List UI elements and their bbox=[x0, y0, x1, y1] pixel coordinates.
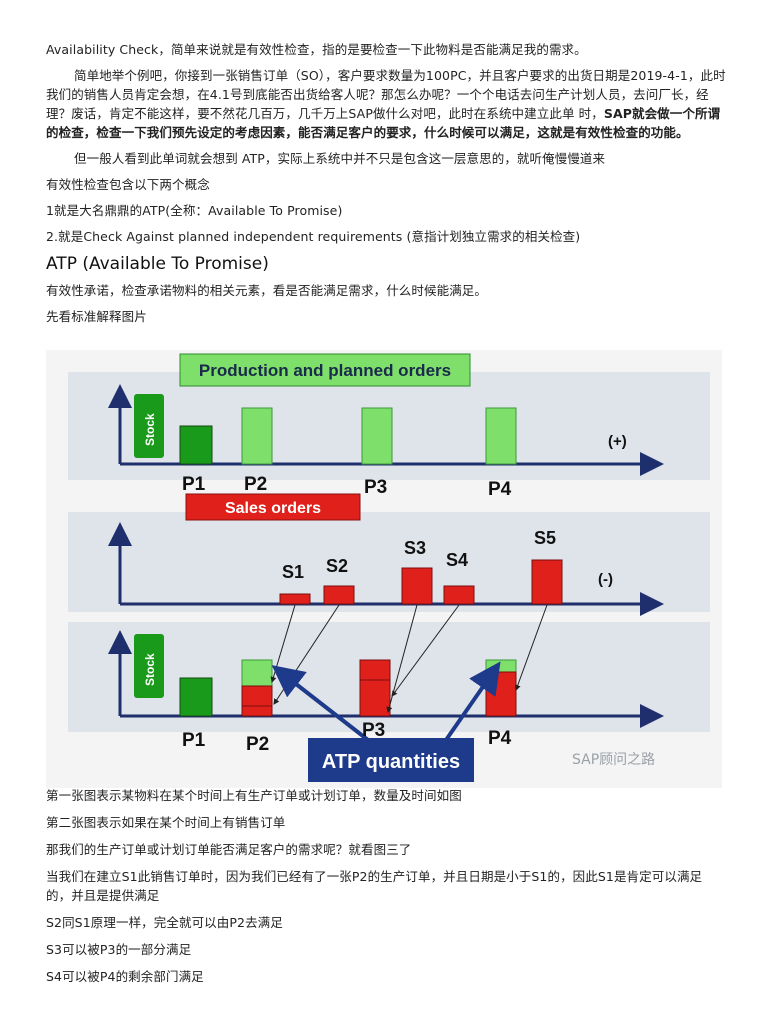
paragraph-atp-note: 但一般人看到此单词就会想到 ATP，实际上系统中并不只是包含这一层意思的，就听俺… bbox=[74, 151, 606, 166]
paragraph-intro: Availability Check，简单来说就是有效性检查，指的是要检查一下此… bbox=[46, 42, 587, 57]
bar-p2-production bbox=[241, 407, 273, 465]
bar-s5 bbox=[531, 559, 563, 605]
explanation-figure-2: 第二张图表示如果在某个时间上有销售订单 bbox=[46, 815, 286, 830]
production-title-box bbox=[179, 353, 471, 387]
stock-label-box-1 bbox=[134, 394, 164, 458]
bar-s4 bbox=[443, 585, 475, 605]
label-p1-top: P1 bbox=[182, 474, 206, 495]
bar-s3 bbox=[401, 567, 433, 605]
bar-p3-atp-lower bbox=[359, 679, 391, 717]
label-s2: S2 bbox=[326, 556, 348, 576]
stock-label-box-2 bbox=[134, 634, 164, 698]
bar-p3-production bbox=[361, 407, 393, 465]
bar-s1 bbox=[279, 593, 311, 605]
sales-title-box bbox=[185, 493, 361, 521]
bar-p4-atp-free bbox=[485, 659, 517, 673]
bar-s2 bbox=[323, 585, 355, 605]
label-p2-top: P2 bbox=[244, 474, 267, 495]
explanation-figure-3: 那我们的生产订单或计划订单能否满足客户的需求呢？就看图三了 bbox=[46, 842, 412, 857]
paragraph-atp-definition: 有效性承诺，检查承诺物料的相关元素，看是否能满足需求，什么时候能满足。 bbox=[46, 283, 488, 298]
label-p4-top: P4 bbox=[488, 479, 512, 500]
section-heading-atp: ATP (Available To Promise) bbox=[46, 254, 269, 274]
production-title: Production and planned orders bbox=[199, 361, 451, 380]
bar-p1-atp bbox=[179, 677, 213, 717]
bar-p3-atp-upper bbox=[359, 659, 391, 681]
arrow-s5-to-p4 bbox=[514, 604, 548, 691]
explanation-section: 第一张图表示某物料在某个时间上有生产订单或计划订单，数量及时间如图 第二张图表示… bbox=[46, 786, 726, 994]
explanation-s4: S4可以被P4的剩余部门满足 bbox=[46, 969, 204, 984]
list-item-check-against: 2.就是Check Against planned independent re… bbox=[46, 229, 581, 244]
atp-diagram: Production and planned orders Stock (+) … bbox=[68, 353, 710, 782]
list-item-atp: 1就是大名鼎鼎的ATP(全称：Available To Promise) bbox=[46, 203, 343, 218]
sales-title: Sales orders bbox=[225, 500, 321, 517]
paragraph-concepts: 有效性检查包含以下两个概念 bbox=[46, 177, 210, 192]
explanation-s3: S3可以被P3的一部分满足 bbox=[46, 942, 192, 957]
document-body: Availability Check，简单来说就是有效性检查，指的是要检查一下此… bbox=[46, 40, 726, 333]
bar-p2-atp-s2 bbox=[241, 705, 273, 717]
stock-label-1: Stock bbox=[143, 413, 157, 446]
label-p2-bottom: P2 bbox=[246, 734, 269, 755]
atp-arrow-right bbox=[444, 661, 501, 742]
bar-p2-atp-free bbox=[241, 659, 273, 687]
stock-label-2: Stock bbox=[143, 653, 157, 686]
atp-quantities-box bbox=[308, 738, 474, 782]
label-p4-bottom: P4 bbox=[488, 728, 512, 749]
atp-figure: Production and planned orders Stock (+) … bbox=[46, 350, 722, 788]
atp-arrow-left bbox=[271, 665, 370, 742]
label-p3-bottom: P3 bbox=[362, 720, 385, 741]
label-s3: S3 bbox=[404, 538, 426, 558]
explanation-s2: S2同S1原理一样，完全就可以由P2去满足 bbox=[46, 915, 283, 930]
paragraph-example-bold: SAP就会做一个所谓的检查，检查一下我们预先设定的考虑因素，能否满足客户的要求，… bbox=[46, 106, 721, 140]
paragraph-example-text: 简单地举个例吧，你接到一张销售订单（SO），客户要求数量为100PC，并且客户要… bbox=[46, 68, 726, 121]
plus-sign: (+) bbox=[608, 433, 627, 450]
label-p3-top: P3 bbox=[364, 477, 387, 498]
bar-p2-atp-s1 bbox=[241, 685, 273, 707]
label-s1: S1 bbox=[282, 562, 304, 582]
bar-p4-production bbox=[485, 407, 517, 465]
label-p1-bottom: P1 bbox=[182, 730, 206, 751]
panel-sales bbox=[68, 512, 710, 612]
paragraph-example: 简单地举个例吧，你接到一张销售订单（SO），客户要求数量为100PC，并且客户要… bbox=[46, 66, 726, 142]
arrow-s4-to-p3 bbox=[391, 604, 460, 697]
atp-quantities-title: ATP quantities bbox=[322, 751, 460, 773]
minus-sign: (-) bbox=[598, 571, 613, 588]
paragraph-figure-intro: 先看标准解释图片 bbox=[46, 309, 147, 324]
bar-p1-stock bbox=[179, 425, 213, 465]
label-s5: S5 bbox=[534, 528, 556, 548]
label-s4: S4 bbox=[446, 550, 468, 570]
explanation-figure-1: 第一张图表示某物料在某个时间上有生产订单或计划订单，数量及时间如图 bbox=[46, 788, 462, 803]
explanation-s1: 当我们在建立S1此销售订单时，因为我们已经有了一张P2的生产订单，并且日期是小于… bbox=[46, 869, 703, 903]
watermark-text: SAP顾问之路 bbox=[572, 752, 655, 768]
